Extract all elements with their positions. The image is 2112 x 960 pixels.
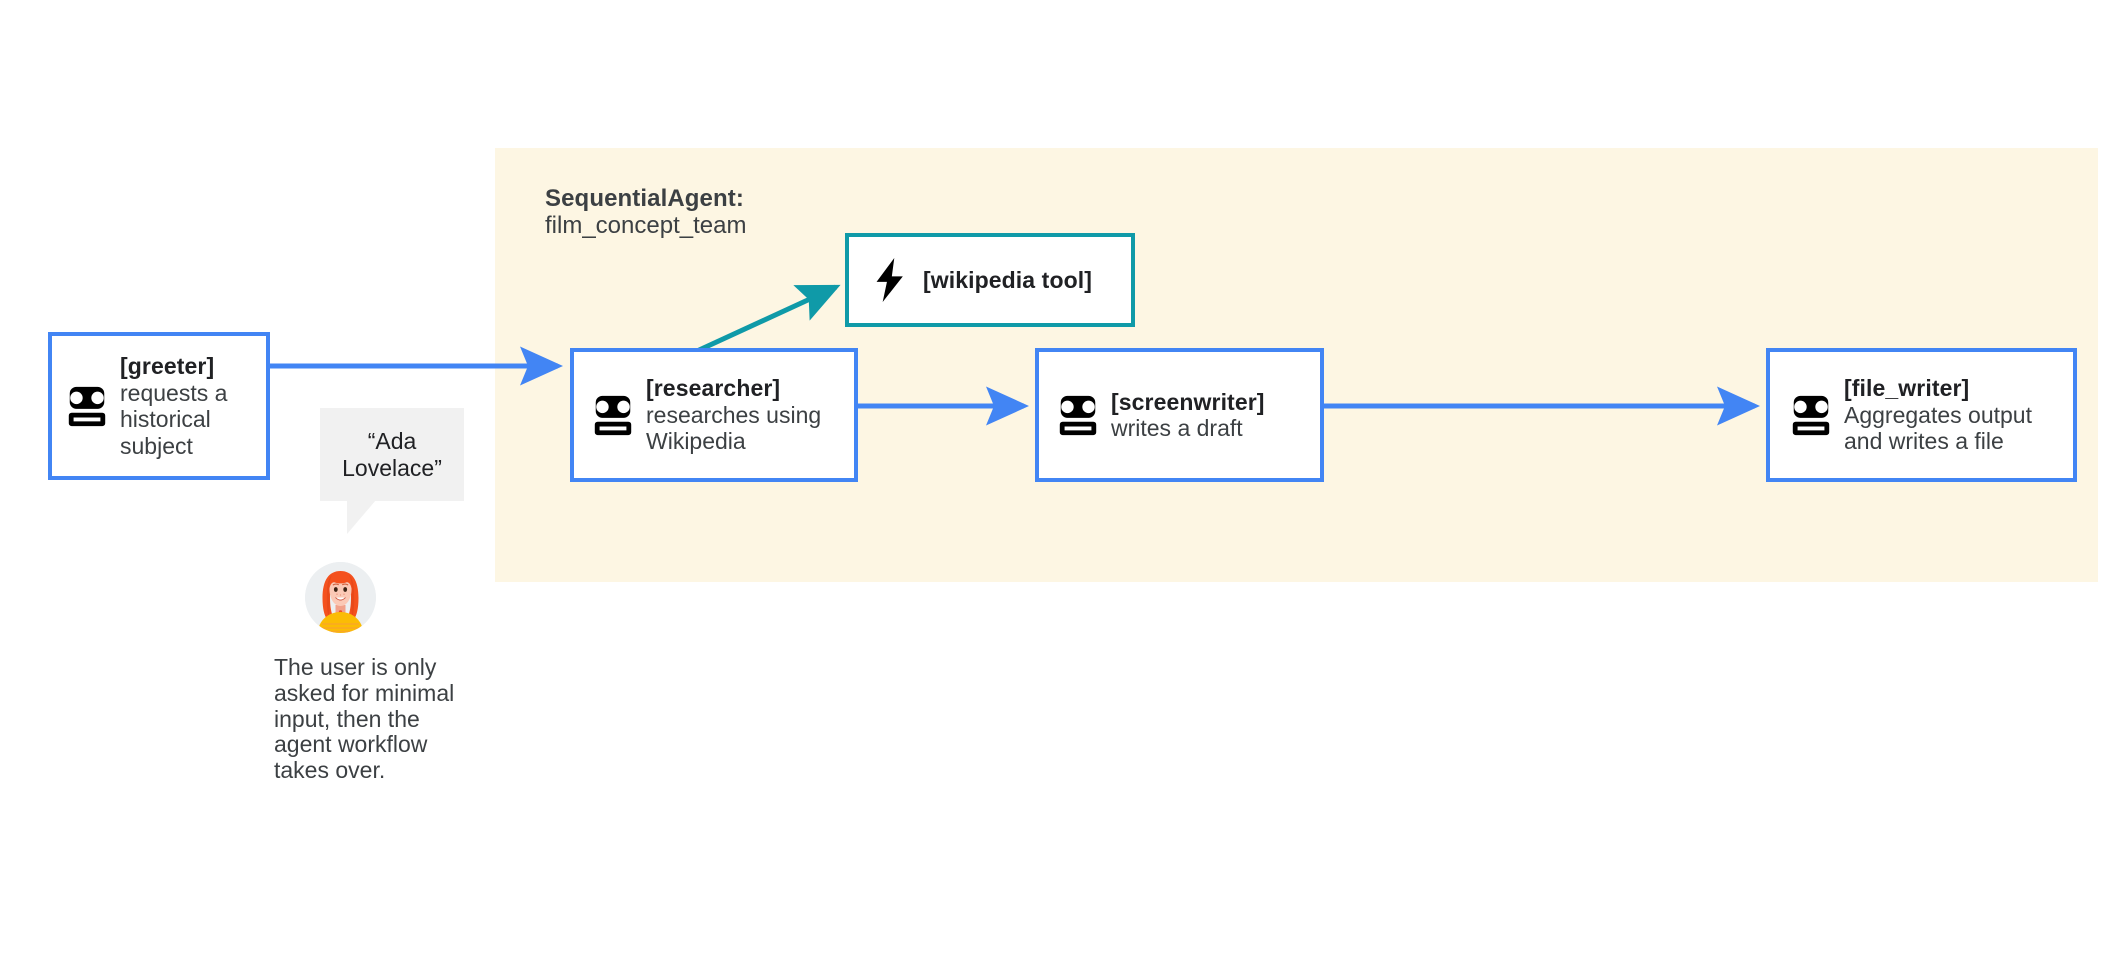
node-description: researches using Wikipedia bbox=[646, 401, 822, 455]
node-text-wikipedia-tool: [wikipedia tool] bbox=[923, 267, 1131, 294]
agent-node-file-writer[interactable]: [file_writer] Aggregates output and writ… bbox=[1766, 348, 2077, 482]
node-title: [researcher] bbox=[646, 375, 781, 402]
node-title: [wikipedia tool] bbox=[923, 266, 1092, 293]
group-name-label: film_concept_team bbox=[545, 212, 747, 239]
node-text-greeter: [greeter] requests a historical subject bbox=[120, 353, 266, 459]
robot-icon bbox=[1780, 392, 1842, 438]
user-avatar bbox=[305, 562, 376, 633]
lightning-bolt-icon bbox=[863, 258, 917, 302]
agent-node-screenwriter[interactable]: [screenwriter] writes a draft bbox=[1035, 348, 1324, 482]
robot-icon bbox=[1047, 392, 1109, 438]
agent-node-researcher[interactable]: [researcher] researches using Wikipedia bbox=[570, 348, 858, 482]
robot-icon bbox=[582, 392, 644, 438]
group-label: SequentialAgent: film_concept_team bbox=[545, 185, 965, 239]
agent-node-greeter[interactable]: [greeter] requests a historical subject bbox=[48, 332, 270, 480]
user-speech-bubble: “Ada Lovelace” bbox=[320, 408, 464, 501]
node-text-file-writer: [file_writer] Aggregates output and writ… bbox=[1844, 375, 2073, 455]
node-description: Aggregates output and writes a file bbox=[1844, 401, 2032, 455]
node-title: [file_writer] bbox=[1844, 375, 1970, 402]
node-description: requests a historical subject bbox=[120, 379, 228, 459]
speech-bubble-text: “Ada Lovelace” bbox=[342, 427, 442, 481]
node-text-researcher: [researcher] researches using Wikipedia bbox=[646, 375, 854, 455]
speech-bubble-tail bbox=[347, 500, 376, 534]
user-caption: The user is only asked for minimal input… bbox=[274, 654, 455, 784]
node-description: writes a draft bbox=[1111, 415, 1243, 441]
robot-icon bbox=[56, 383, 118, 429]
node-text-screenwriter: [screenwriter] writes a draft bbox=[1111, 389, 1320, 442]
node-title: [greeter] bbox=[120, 353, 215, 379]
node-title: [screenwriter] bbox=[1111, 388, 1265, 415]
tool-node-wikipedia[interactable]: [wikipedia tool] bbox=[845, 233, 1135, 327]
group-kind-label: SequentialAgent: bbox=[545, 185, 744, 212]
